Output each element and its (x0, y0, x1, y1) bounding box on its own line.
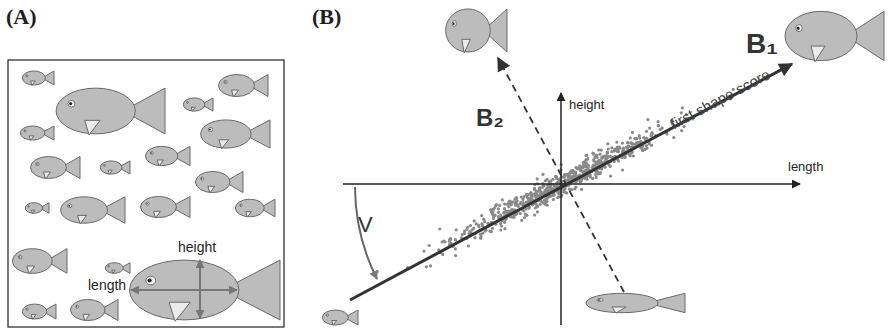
second-axis-b2 (498, 58, 624, 292)
length-axis (343, 183, 800, 185)
angle-label: V (358, 214, 373, 236)
rotation-arc (355, 187, 377, 279)
axis-label: length (788, 160, 823, 173)
panel-letter: (A) (6, 6, 37, 28)
axis-label: height (569, 98, 604, 111)
fish-population (13, 71, 280, 321)
example-fish (322, 9, 884, 325)
axis-caption: first shape score (668, 66, 772, 131)
axis-name: B₂ (476, 106, 504, 130)
height-axis (560, 93, 562, 325)
first-axis-b1 (350, 64, 792, 300)
axis-name: B₁ (746, 30, 778, 58)
dimension-label: length (88, 278, 126, 292)
dimension-label: height (178, 240, 216, 254)
panel-letter: (B) (312, 6, 341, 28)
panel-frame (8, 60, 284, 327)
length-arrow (131, 289, 237, 291)
